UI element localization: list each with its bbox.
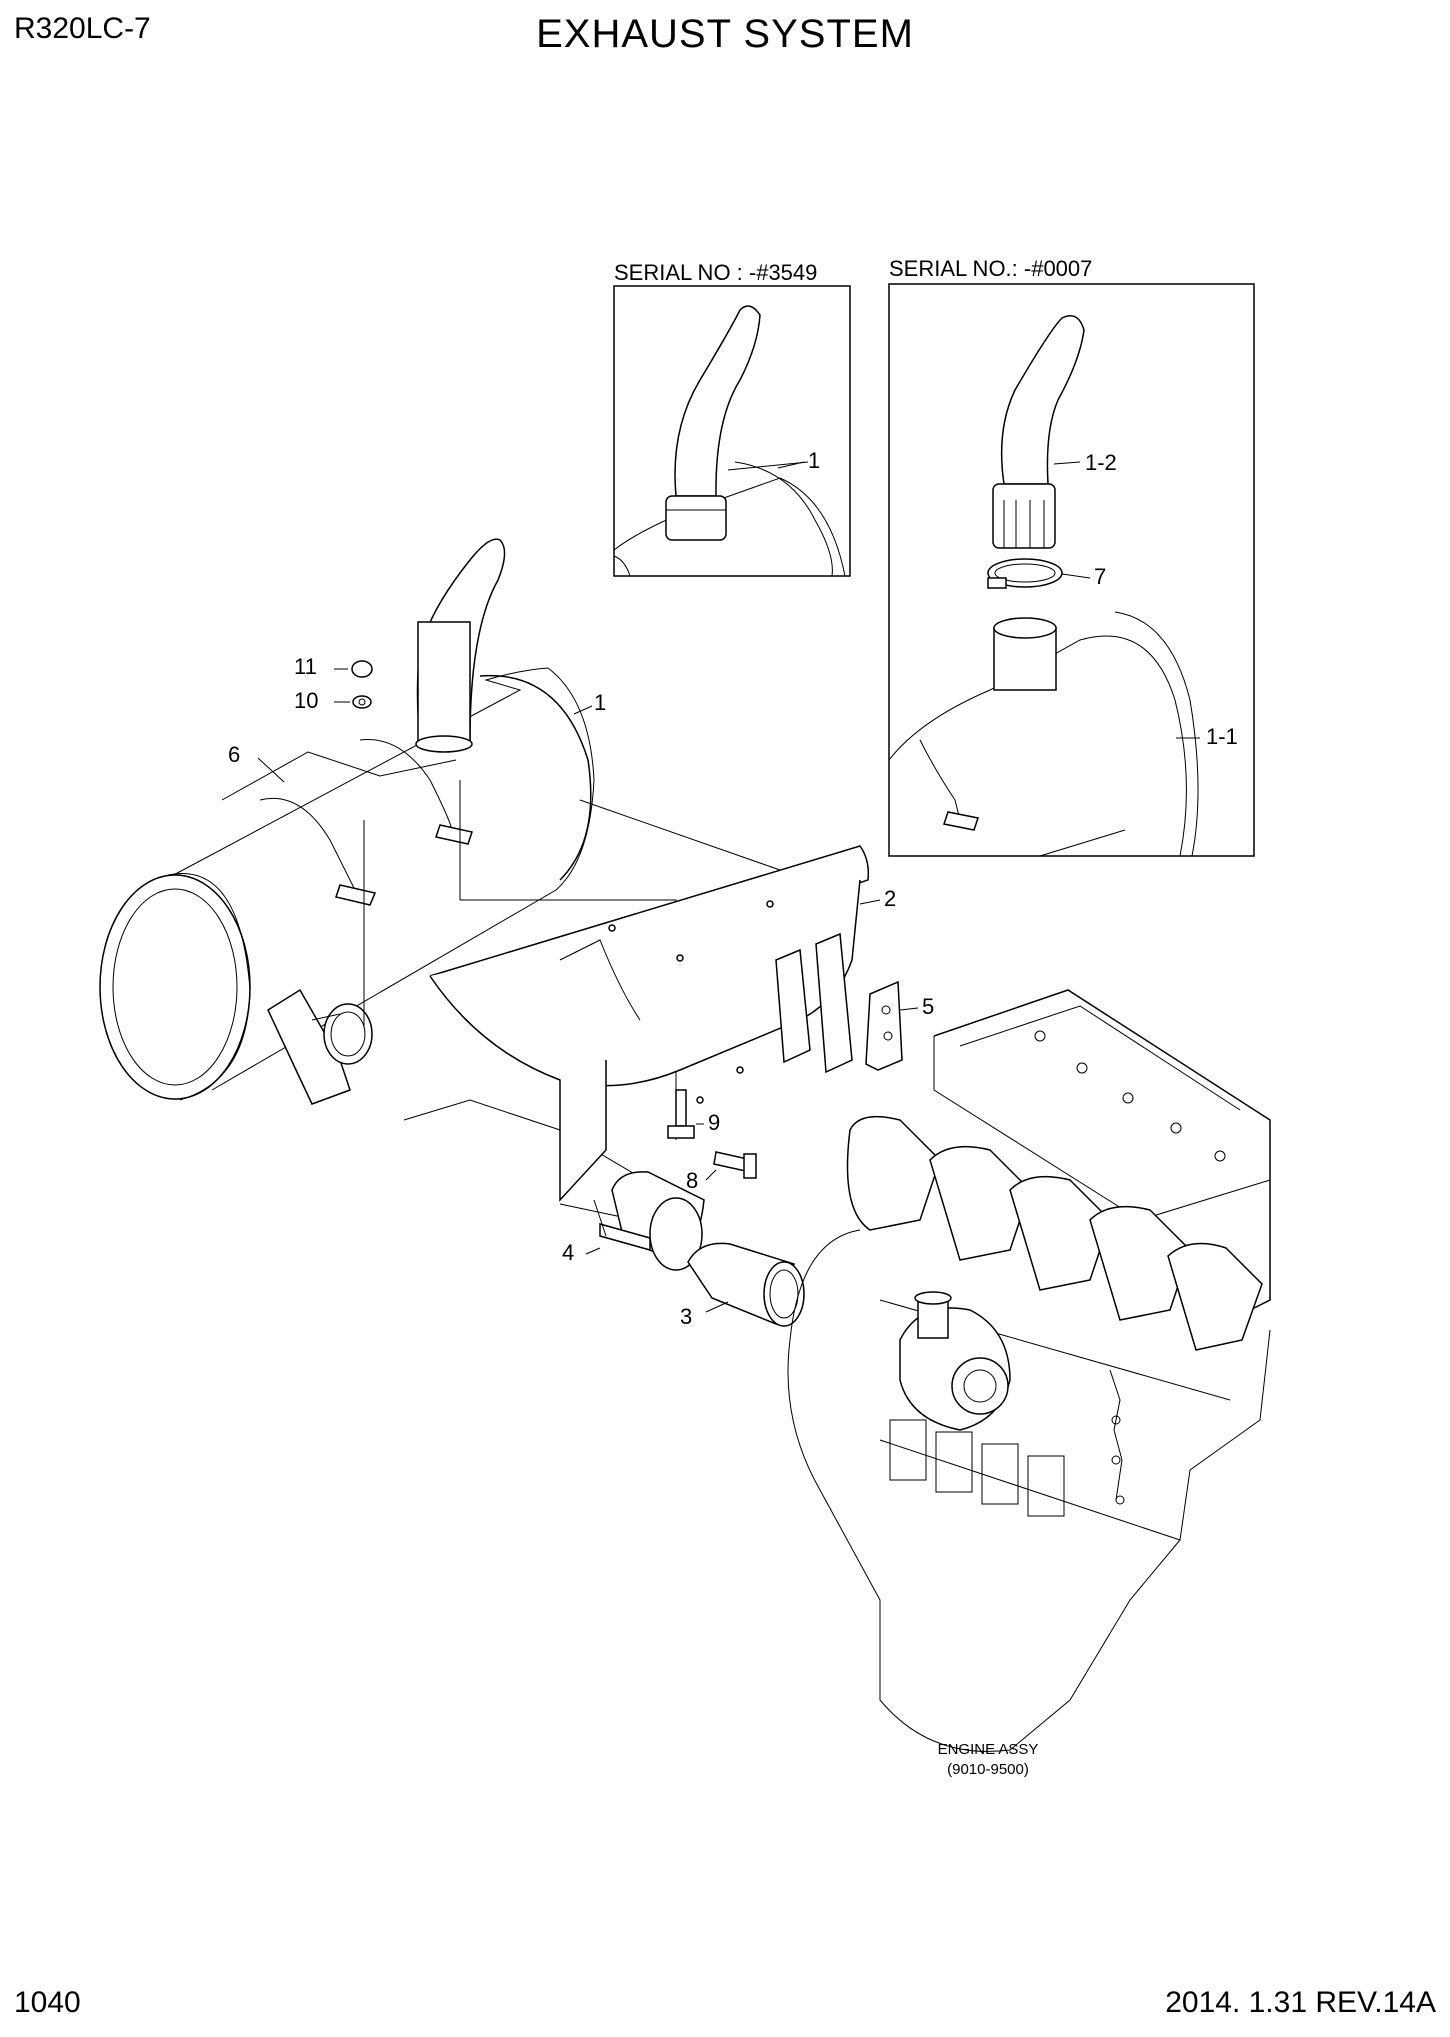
leader-lines: [258, 462, 1200, 1312]
washer-10-shape: [353, 696, 371, 708]
callout-1-1: 1-1: [1206, 724, 1238, 749]
page-title: EXHAUST SYSTEM: [536, 12, 914, 56]
engine-assembly-shape: [788, 990, 1270, 1751]
fitting-8-shape: [714, 1152, 756, 1178]
pipe-3-shape: [688, 1243, 804, 1326]
muffler-shape: [100, 539, 594, 1104]
date-revision: 2014. 1.31 REV.14A: [1165, 1986, 1436, 2019]
callout-11: 11: [294, 654, 317, 679]
nut-11-shape: [352, 661, 372, 677]
inset-serial-3549: [614, 286, 850, 576]
callout-8: 8: [686, 1168, 699, 1193]
callout-2: 2: [884, 886, 897, 911]
inset-serial-0007: [889, 284, 1254, 856]
callout-6: 6: [228, 742, 241, 767]
callout-5: 5: [922, 994, 935, 1019]
callout-1: 1: [594, 690, 607, 715]
callout-9: 9: [708, 1110, 721, 1135]
clamp-4-shape: [600, 1172, 704, 1270]
engine-assy-label: ENGINE ASSY: [937, 1741, 1039, 1758]
callout-3: 3: [680, 1304, 693, 1329]
callout-inset1-1: 1: [808, 448, 821, 473]
callout-10: 10: [294, 688, 319, 713]
inset-1-serial-label: SERIAL NO : -#3549: [614, 260, 818, 285]
support-frame-shape: [430, 846, 868, 1200]
engine-assy-range: (9010-9500): [947, 1761, 1029, 1778]
bolt-9-shape: [668, 1090, 694, 1138]
callout-4: 4: [562, 1240, 575, 1265]
bracket-5-shape: [866, 982, 902, 1070]
callout-7: 7: [1094, 564, 1107, 589]
model-number: R320LC-7: [14, 12, 151, 45]
callout-1-2: 1-2: [1085, 450, 1117, 475]
inset-2-serial-label: SERIAL NO.: -#0007: [889, 256, 1093, 281]
stack-collar-shape: [666, 496, 726, 540]
page-number: 1040: [14, 1986, 81, 2019]
